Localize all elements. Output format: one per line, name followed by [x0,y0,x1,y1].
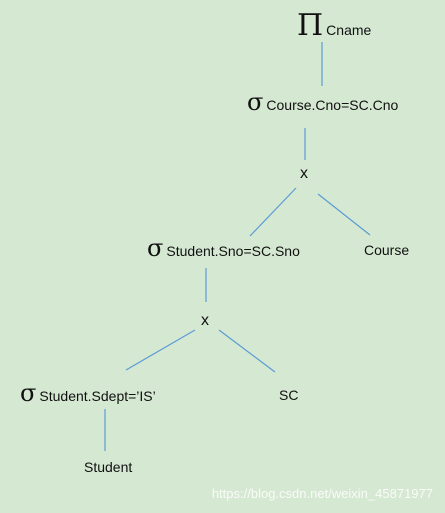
sc-relation: SC [279,387,299,403]
projection-symbol: Π [297,8,324,43]
cross-product-bottom: x [201,312,209,329]
edge-cross-top-course [317,193,371,236]
edge-cross-bottom-sc [218,329,276,373]
selection-sdept-symbol: σ [20,379,37,407]
cross-product-top: x [300,165,308,182]
edge-cross-top-select-student [249,187,297,237]
course-relation: Course [364,242,410,258]
selection-course-symbol: σ [247,88,264,116]
edge-cross-bottom-select-sdept [125,329,196,371]
selection-student-symbol: σ [147,234,164,262]
selection-sdept-condition: Student.Sdept=’IS’ [39,388,156,404]
student-relation: Student [84,459,133,475]
selection-course-condition: Course.Cno=SC.Cno [266,97,399,113]
projection-attribute: Cname [326,22,372,38]
selection-student-condition: Student.Sno=SC.Sno [166,243,300,259]
watermark-text: https://blog.csdn.net/weixin_45871977 [211,486,433,501]
